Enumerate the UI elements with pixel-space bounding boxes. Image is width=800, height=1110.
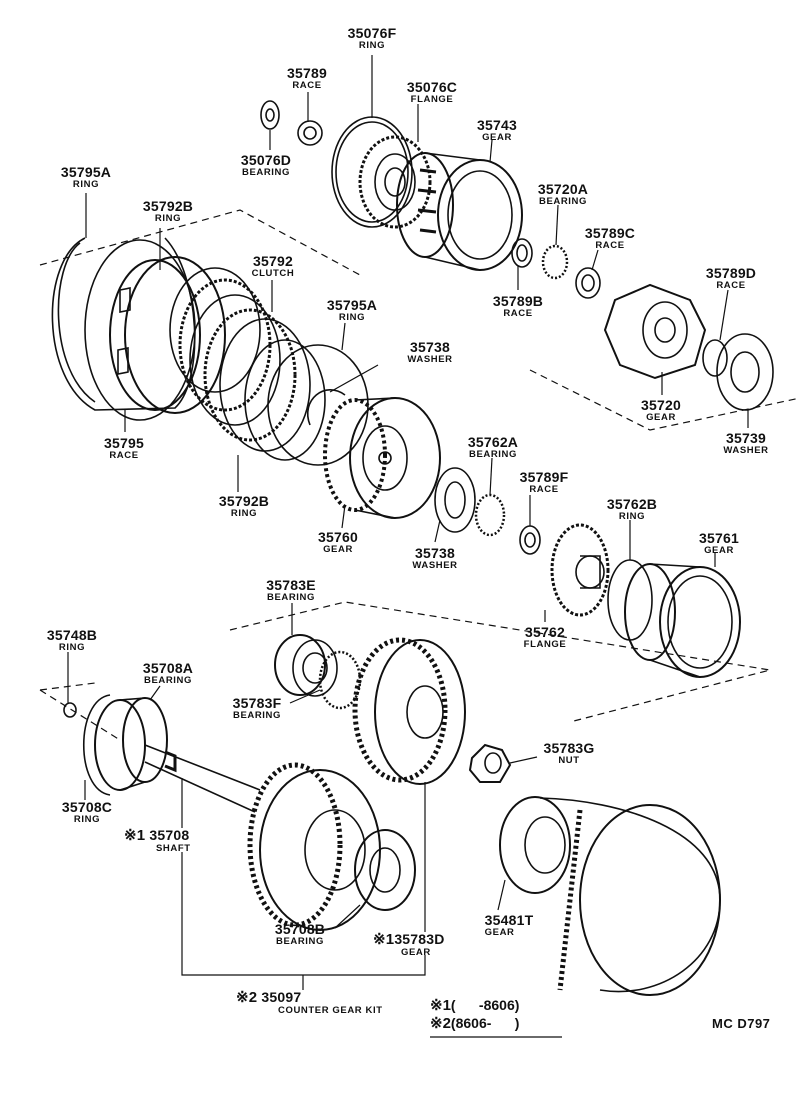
footnote-1: ※1( -8606) [430, 997, 520, 1014]
leader-lines [67, 55, 749, 1038]
ring-35792B-lower [244, 339, 326, 461]
race-35789 [297, 120, 323, 146]
flange-35076C [358, 135, 432, 229]
ring-35792B-upper [84, 239, 196, 421]
washer-35739 [716, 333, 774, 411]
bearing-35076D [260, 100, 280, 130]
bearing-35720A [541, 244, 569, 280]
ring-35795A-mid [267, 344, 369, 466]
ring-35708C [83, 694, 111, 796]
ring-35076F [331, 116, 413, 228]
race-35789B [511, 238, 533, 268]
shaft-35708 [144, 744, 261, 813]
gear-35761 [624, 563, 741, 678]
footnote-2: ※2(8606- ) [430, 1015, 520, 1032]
race-35789F [519, 525, 541, 555]
flange-35762 [550, 523, 610, 617]
gear-drum-35743 [396, 152, 523, 271]
gear-35720 [603, 283, 707, 380]
race-35789D [702, 339, 728, 377]
ring-35795A-left [51, 237, 196, 411]
diagram-code: MC D797 [712, 1016, 771, 1031]
counter-gear [247, 762, 381, 931]
gear-35783D [352, 637, 466, 785]
ring-35748B [63, 702, 77, 718]
gear-35760 [323, 397, 441, 519]
nut-35783G [468, 743, 512, 783]
race-35795 [109, 256, 226, 414]
bearing-35762A [474, 493, 506, 537]
washer-35738-lower [434, 467, 476, 533]
washer-35738-upper [307, 389, 346, 426]
bearing-35783E [274, 634, 326, 696]
bearing-35708B [354, 829, 416, 911]
gear-35481T [499, 796, 721, 996]
bearing-35783F [318, 650, 362, 710]
bearing-35708A [94, 697, 168, 791]
ring-35762B [607, 559, 653, 641]
clutch-pack-35792 [169, 267, 311, 452]
